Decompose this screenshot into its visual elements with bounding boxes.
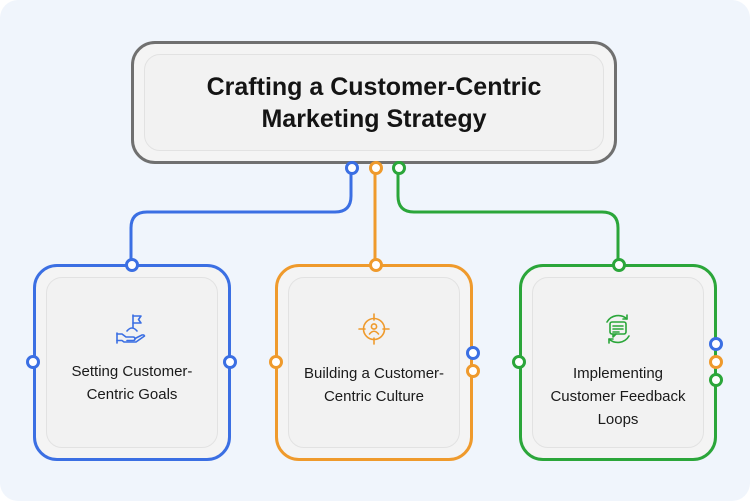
connector-blue [129, 170, 353, 264]
step-card-inner: Building a Customer-Centric Culture [288, 277, 460, 448]
diagram-title: Crafting a Customer-Centric Marketing St… [206, 72, 542, 133]
card3-right-dot-blue [709, 337, 723, 351]
card-top-dot-orange [369, 258, 383, 272]
card2-left-dot [269, 355, 283, 369]
connector-dot-blue [345, 161, 359, 175]
card3-right-dot-orange [709, 355, 723, 369]
step-label: Implementing Customer Feedback Loops [550, 365, 686, 428]
step-card-goals: Setting Customer-Centric Goals [33, 264, 231, 461]
connector-dot-orange [369, 161, 383, 175]
connector-green [396, 170, 620, 264]
step-card-feedback: Implementing Customer Feedback Loops [519, 264, 717, 461]
card2-right-dot-orange [466, 364, 480, 378]
card3-left-dot [512, 355, 526, 369]
card-top-dot-green [612, 258, 626, 272]
title-card: Crafting a Customer-Centric Marketing St… [131, 41, 617, 164]
card-top-dot-blue [125, 258, 139, 272]
feedback-chat-icon [606, 314, 630, 344]
title-inner-panel: Crafting a Customer-Centric Marketing St… [144, 54, 604, 151]
step-card-inner: Implementing Customer Feedback Loops [532, 277, 704, 448]
card3-right-dot-green [709, 373, 723, 387]
flag-hand-icon [116, 314, 146, 344]
step-label: Setting Customer-Centric Goals [71, 363, 193, 403]
target-person-icon [358, 313, 390, 345]
connector-dot-green [392, 161, 406, 175]
step-card-culture: Building a Customer-Centric Culture [275, 264, 473, 461]
step-card-inner: Setting Customer-Centric Goals [46, 277, 218, 448]
step-label: Building a Customer-Centric Culture [303, 365, 445, 405]
card1-right-dot [223, 355, 237, 369]
card1-left-dot [26, 355, 40, 369]
card2-right-dot-blue [466, 346, 480, 360]
